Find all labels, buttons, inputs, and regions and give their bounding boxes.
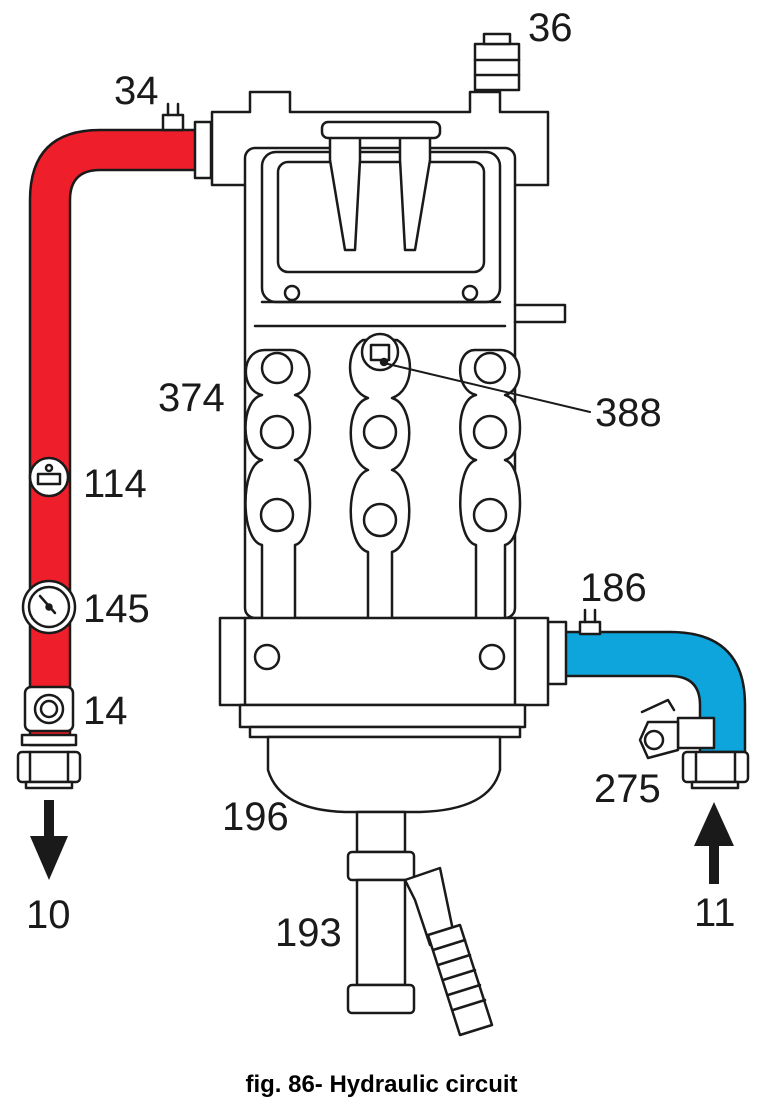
callout-10: 10 <box>26 893 71 937</box>
sensor-34-icon <box>161 102 185 132</box>
callout-186: 186 <box>580 566 647 610</box>
callout-145: 145 <box>83 587 150 631</box>
pressure-gauge-145-icon <box>21 579 77 635</box>
callout-388: 388 <box>595 391 662 435</box>
hot-water-pipe <box>16 102 213 790</box>
callout-193: 193 <box>275 911 342 955</box>
callout-374: 374 <box>158 376 225 420</box>
figure-caption: fig. 86- Hydraulic circuit <box>245 1071 518 1098</box>
heat-exchanger-body <box>210 32 567 1037</box>
inlet-arrow-icon <box>694 802 734 884</box>
heat-exchanger-channels <box>244 338 522 692</box>
vent-fitting-36-icon <box>473 32 521 92</box>
shutoff-valve-14-icon <box>20 685 78 747</box>
callout-275: 275 <box>594 767 661 811</box>
outlet-nut-icon <box>16 750 82 790</box>
callout-14: 14 <box>83 689 128 733</box>
temperature-probe-388-icon <box>360 332 400 372</box>
inlet-nut-icon <box>681 750 750 790</box>
callout-114: 114 <box>83 462 147 506</box>
cold-water-pipe <box>546 608 750 790</box>
condensate-siphon-193-icon <box>346 810 494 1037</box>
callout-36: 36 <box>528 6 573 50</box>
sensor-186-icon <box>578 608 602 636</box>
callout-34: 34 <box>114 69 159 113</box>
callout-196: 196 <box>222 795 289 839</box>
callout-11: 11 <box>694 891 736 935</box>
outlet-arrow-icon <box>30 800 68 880</box>
pressure-sensor-114-icon <box>28 456 70 498</box>
drain-cock-275-icon <box>638 698 716 760</box>
